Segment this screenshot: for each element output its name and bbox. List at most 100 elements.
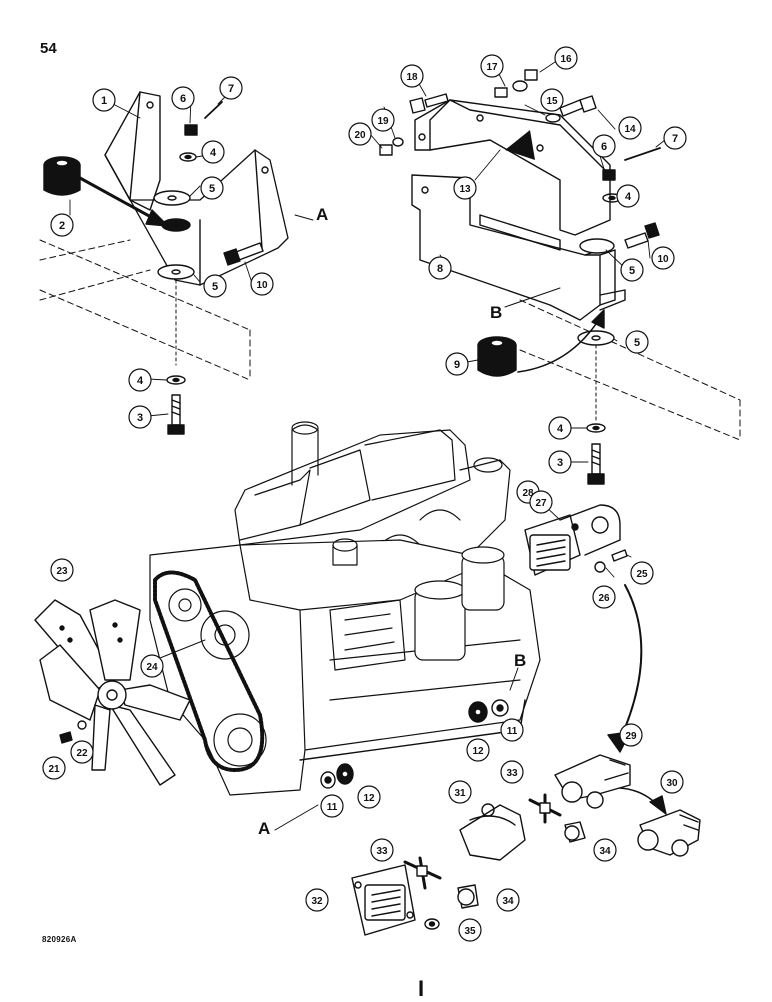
callout-11: 11 [320,794,344,818]
callout-number: 33 [376,846,388,857]
callout-number: 6 [180,93,186,105]
callout-number: 5 [634,337,640,349]
section-label-a-engine: A [258,819,270,838]
callout-18: 18 [400,64,424,88]
callout-23: 23 [50,558,74,582]
callout-21: 21 [42,756,66,780]
callout-4: 4 [616,184,640,208]
callout-1: 1 [92,88,116,112]
callout-number: 23 [56,566,68,577]
callout-number: 30 [666,778,678,789]
page-number: 54 [40,40,57,57]
callout-number: 14 [624,124,636,135]
callout-5: 5 [625,330,649,354]
callout-29: 29 [619,723,643,747]
callout-number: 27 [535,498,547,509]
callout-number: 31 [454,788,466,799]
fan-assembly [34,599,206,786]
callout-number: 1 [101,95,107,107]
section-label-a-top: A [316,205,328,224]
callout-17: 17 [480,54,504,78]
callout-number: 25 [636,569,648,580]
section-label-b-top: B [490,303,502,322]
callout-13: 13 [453,176,477,200]
callout-33: 33 [370,838,394,862]
callout-4: 4 [548,416,572,440]
callout-19: 19 [371,108,395,132]
callout-3: 3 [548,450,572,474]
figure-id: 820926A [42,935,77,944]
callout-number: 7 [672,133,678,145]
callout-number: 18 [406,72,418,83]
callout-14: 14 [618,116,642,140]
callout-number: 12 [363,793,375,804]
callout-number: 10 [256,280,268,291]
callout-number: 13 [459,184,471,195]
callout-30: 30 [660,770,684,794]
engine-mount-hardware [320,699,509,789]
callout-number: 4 [137,375,144,387]
callout-number: 9 [454,359,460,371]
section-label-b-engine: B [514,651,526,670]
callout-7: 7 [663,126,687,150]
callout-number: 20 [354,130,366,141]
callout-2: 2 [50,213,74,237]
callout-number: 11 [327,802,338,813]
callout-8: 8 [428,256,452,280]
callout-3: 3 [128,405,152,429]
callout-number: 5 [209,183,215,195]
callout-number: 3 [557,457,563,469]
callout-number: 17 [486,62,498,73]
callout-number: 4 [625,191,632,203]
callout-number: 4 [210,147,217,159]
callout-number: 21 [48,764,60,775]
callout-6: 6 [171,86,195,110]
callout-20: 20 [348,122,372,146]
callout-number: 4 [557,423,564,435]
callout-number: 10 [657,254,669,265]
callout-22: 22 [70,740,94,764]
callout-5: 5 [620,258,644,282]
engine [149,421,541,796]
callout-24: 24 [140,654,164,678]
callout-number: 5 [212,281,218,293]
callout-number: 32 [311,896,323,907]
callout-number: 24 [146,662,158,673]
callout-12: 12 [357,785,381,809]
callout-number: 2 [59,220,65,232]
callout-16: 16 [554,46,578,70]
callout-number: 8 [437,263,443,275]
callout-35: 35 [458,918,482,942]
callout-number: 26 [598,593,610,604]
callout-number: 16 [560,54,572,65]
callout-number: 6 [601,141,607,153]
callout-number: 29 [625,731,637,742]
callout-25: 25 [630,561,654,585]
callout-bubbles: 1234455671018171615141920136745108594328… [42,46,687,942]
callout-15: 15 [540,88,564,112]
footer-mark: I [418,976,425,1001]
callout-number: 3 [137,412,143,424]
callout-31: 31 [448,780,472,804]
callout-number: 19 [377,116,389,127]
callout-11: 11 [500,718,524,742]
callout-34: 34 [593,838,617,862]
callout-34: 34 [496,888,520,912]
callout-4: 4 [201,140,225,164]
callout-number: 15 [546,96,558,107]
callout-number: 22 [76,748,88,759]
callout-number: 11 [507,726,518,737]
callout-27: 27 [529,490,553,514]
callout-26: 26 [592,585,616,609]
callout-number: 34 [502,896,514,907]
callout-number: 5 [629,265,635,277]
drive-components [351,504,701,936]
callout-5: 5 [200,176,224,200]
callout-5: 5 [203,274,227,298]
callout-10: 10 [250,272,274,296]
callout-33: 33 [500,760,524,784]
callout-number: 12 [472,746,484,757]
callout-number: 33 [506,768,518,779]
callout-number: 35 [464,926,476,937]
callout-7: 7 [219,76,243,100]
